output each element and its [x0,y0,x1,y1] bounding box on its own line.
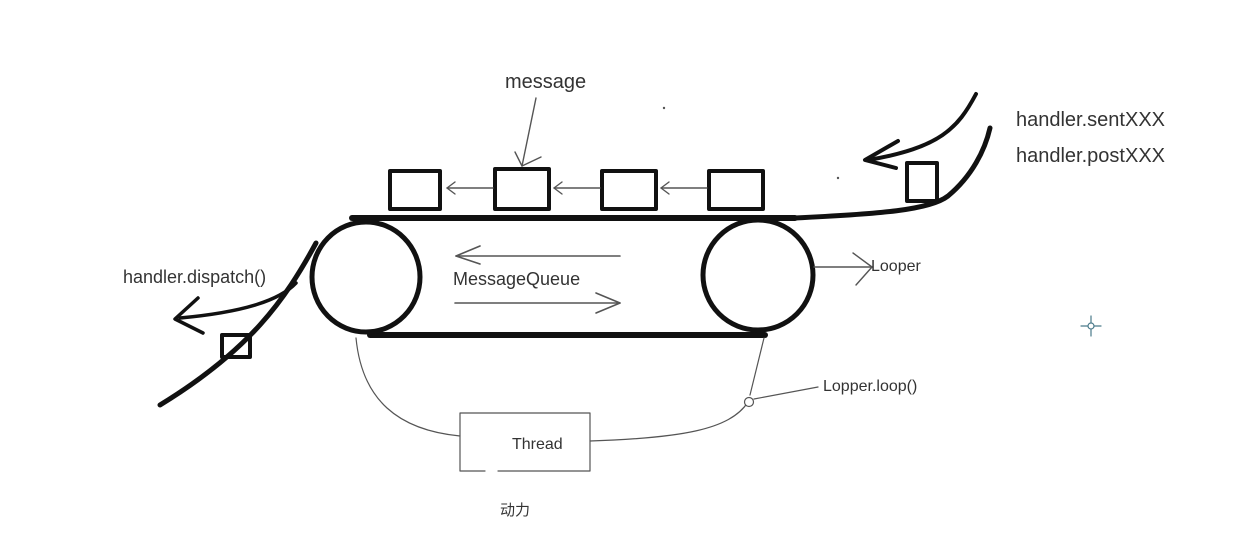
message-flow-arrows [446,181,708,195]
looper-loop-label: Lopper.loop() [823,378,918,395]
looper-label: Looper [871,258,921,275]
message-queue-label: MessageQueue [453,269,581,289]
thread-connections [355,337,819,442]
message-box-3 [600,169,658,211]
power-label: 动力 [500,501,531,519]
handler-dispatch-label: handler.dispatch() [123,267,267,287]
incoming-message-box [905,161,939,203]
message-box-2 [493,167,551,211]
looper-pointer [813,252,873,286]
message-box-1 [388,169,442,211]
cursor-crosshair-icon [1080,315,1102,337]
message-pointer [514,97,542,167]
handler-post-label: handler.postXXX [1016,145,1165,167]
thread-label: Thread [512,436,563,453]
left-wheel [309,219,423,335]
right-wheel-looper [700,217,816,333]
outgoing-feed-curve [157,240,319,408]
incoming-arrow-head [863,139,900,170]
incoming-arrow-curve [866,92,978,162]
message-box-4 [707,169,765,211]
outgoing-arrow-head [173,296,205,335]
thread-box [459,412,591,472]
handler-send-label: handler.sentXXX [1016,109,1165,131]
stray-dot-1 [662,106,666,110]
stray-dot-2 [836,176,840,180]
outgoing-message-box [220,333,252,359]
message-label: message [505,71,587,93]
queue-arrows [454,245,621,314]
outgoing-arrow-curve [178,281,298,320]
incoming-feed-curve [792,125,993,221]
